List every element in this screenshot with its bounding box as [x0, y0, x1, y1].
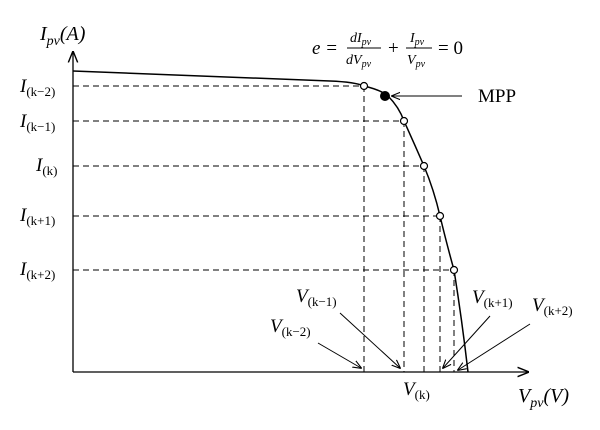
- svg-text:dIpv: dIpv: [350, 31, 372, 48]
- arrow-v-k-1: [339, 312, 400, 368]
- point-k+2: [449, 265, 459, 275]
- label-v-k+2: V(k+2): [532, 295, 573, 318]
- label-i-k-2: I(k−2): [19, 76, 55, 99]
- point-k-1: [399, 116, 409, 126]
- arrow-v-k+1: [443, 315, 491, 368]
- label-i-k: I(k): [35, 155, 58, 178]
- svg-text:Vpv: Vpv: [407, 53, 426, 70]
- y-axis-label: Ipv(A): [39, 23, 86, 49]
- point-k+1: [435, 211, 445, 221]
- mpp-point: [380, 91, 390, 101]
- svg-text:= 0: = 0: [438, 38, 463, 59]
- equation: e = dIpv dVpv + Ipv Vpv = 0: [312, 31, 463, 70]
- point-k-2: [359, 81, 369, 91]
- svg-text:+: +: [388, 38, 399, 59]
- label-v-k-2: V(k−2): [270, 316, 311, 339]
- label-v-k-1: V(k−1): [296, 286, 337, 309]
- arrow-v-k+2: [458, 323, 531, 370]
- x-axis-label: Vpv(V): [518, 385, 569, 411]
- svg-text:Ipv: Ipv: [409, 31, 425, 48]
- point-k: [419, 161, 429, 171]
- label-i-k-1: I(k−1): [19, 111, 55, 134]
- mpp-label: MPP: [478, 86, 516, 107]
- label-v-k: V(k): [403, 379, 430, 402]
- label-i-k+1: I(k+1): [19, 205, 55, 228]
- label-i-k+2: I(k+2): [19, 259, 55, 282]
- svg-text:e =: e =: [312, 38, 338, 59]
- svg-text:dVpv: dVpv: [346, 53, 372, 70]
- arrow-v-k-2: [317, 342, 361, 368]
- label-v-k+1: V(k+1): [472, 287, 513, 310]
